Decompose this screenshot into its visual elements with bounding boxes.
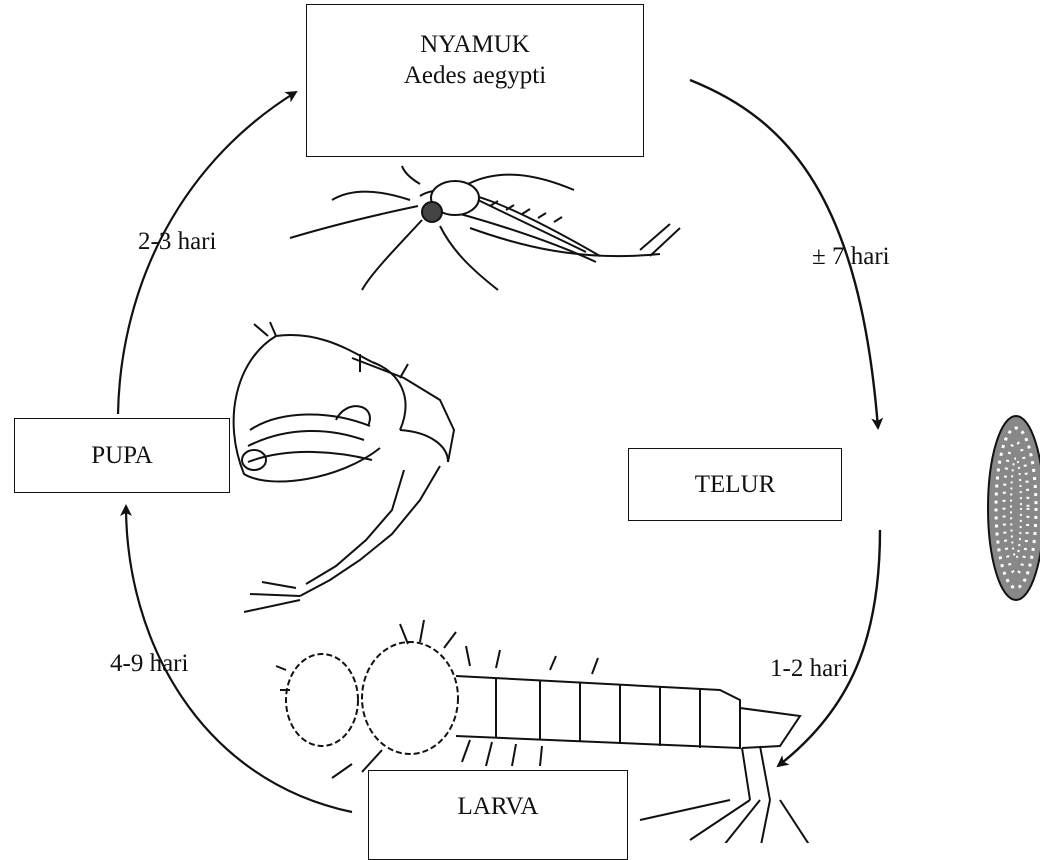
stage-box-larva: LARVA xyxy=(368,770,628,860)
mosquito-pupa-illustration xyxy=(234,322,454,612)
stage-pupa-title: PUPA xyxy=(15,440,229,471)
duration-telur-to-larva: 1-2 hari xyxy=(770,655,848,683)
duration-nyamuk-to-telur: ± 7 hari xyxy=(812,243,890,271)
stage-nyamuk-title: NYAMUK xyxy=(307,29,643,60)
duration-pupa-to-nyamuk: 2-3 hari xyxy=(138,228,216,256)
stage-box-pupa: PUPA xyxy=(14,418,230,493)
stage-telur-title: TELUR xyxy=(629,469,841,500)
duration-larva-to-pupa: 4-9 hari xyxy=(110,650,188,678)
arrow-telur-to-larva xyxy=(778,530,880,766)
stage-larva-title: LARVA xyxy=(369,791,627,822)
stage-box-telur: TELUR xyxy=(628,448,842,521)
stage-nyamuk-species: Aedes aegypti xyxy=(307,60,643,91)
mosquito-egg-illustration xyxy=(988,416,1040,600)
mosquito-adult-illustration xyxy=(290,166,680,290)
stage-box-nyamuk: NYAMUK Aedes aegypti xyxy=(306,4,644,157)
